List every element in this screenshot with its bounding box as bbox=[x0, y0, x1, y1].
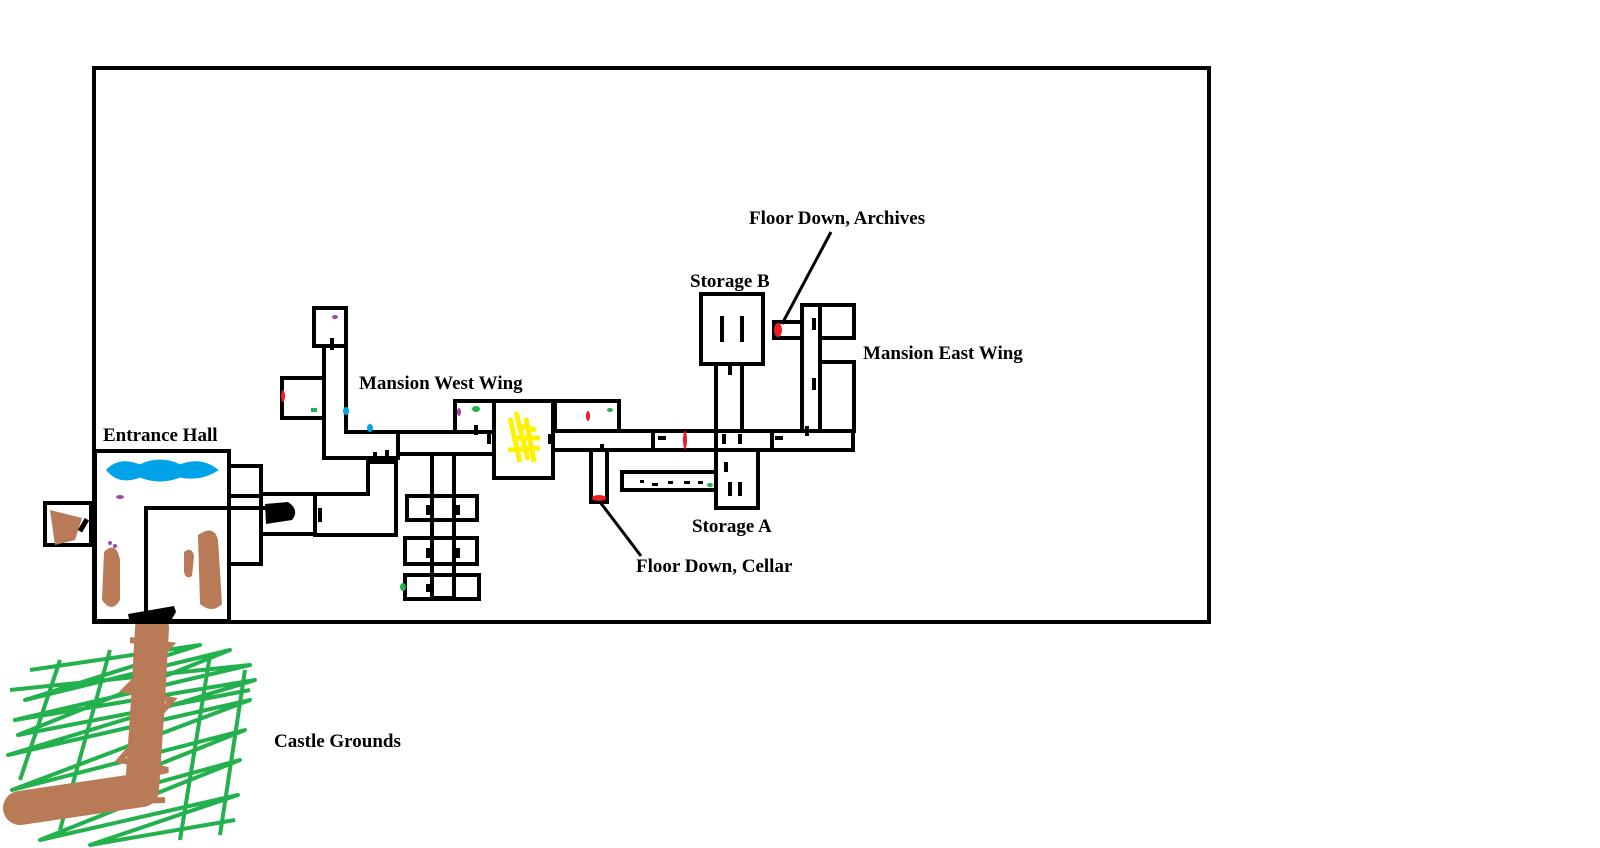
door-mark-icon bbox=[548, 434, 552, 444]
door-mark-icon bbox=[426, 584, 430, 592]
entrance-side-room-top bbox=[227, 464, 263, 498]
door-mark-icon bbox=[318, 508, 322, 522]
door-mark-icon bbox=[728, 365, 732, 375]
stairs-down-icon bbox=[592, 495, 606, 501]
cellar-corridor bbox=[589, 448, 609, 504]
door-markers bbox=[77, 318, 816, 592]
west-wing-room-1 bbox=[405, 494, 479, 522]
purple-marker bbox=[116, 495, 124, 499]
red-marker bbox=[683, 431, 687, 449]
door-mark-icon bbox=[728, 482, 732, 496]
door-mark-icon bbox=[684, 481, 690, 484]
door-mark-icon bbox=[456, 505, 460, 515]
label-floor-down-cellar: Floor Down, Cellar bbox=[636, 556, 793, 577]
door-mark-icon bbox=[640, 480, 644, 483]
purple-marker bbox=[108, 541, 112, 545]
green-marker bbox=[400, 583, 406, 591]
rug-right-2 bbox=[184, 549, 194, 578]
label-floor-down-archives: Floor Down, Archives bbox=[749, 208, 926, 229]
green-marker bbox=[472, 406, 480, 412]
label-castle-grounds: Castle Grounds bbox=[274, 731, 401, 752]
purple-marker bbox=[457, 408, 461, 416]
west-wing-room-2 bbox=[403, 536, 479, 566]
door-mark-icon bbox=[373, 452, 377, 464]
water-feature bbox=[105, 459, 219, 482]
red-marker bbox=[586, 411, 590, 421]
door-mark-icon bbox=[812, 318, 816, 330]
blue-marker bbox=[343, 407, 349, 415]
corridor-room-2 bbox=[313, 460, 398, 537]
storage-b-corridor bbox=[714, 362, 744, 433]
label-mansion-east-wing: Mansion East Wing bbox=[863, 343, 1023, 364]
door-mark-icon bbox=[658, 436, 666, 440]
tower-left-room bbox=[280, 376, 326, 420]
door-mark-icon bbox=[426, 505, 430, 515]
label-storage-b: Storage B bbox=[690, 271, 770, 292]
castle-outer-wall bbox=[92, 66, 1211, 624]
entrance-inner-path bbox=[144, 506, 268, 618]
entrance-hall-floor bbox=[50, 510, 222, 609]
green-marker bbox=[311, 408, 317, 412]
castle-grounds-area bbox=[3, 611, 257, 847]
rug-left bbox=[102, 547, 120, 607]
door-mark-icon bbox=[452, 584, 456, 592]
door-mark-icon bbox=[738, 434, 742, 444]
door-mark-icon bbox=[805, 426, 809, 436]
east-wing-room-top bbox=[818, 303, 856, 340]
dirt-path-scribble bbox=[9, 637, 178, 808]
purple-marker bbox=[332, 315, 338, 319]
door-mark-icon bbox=[812, 378, 816, 390]
green-marker bbox=[707, 483, 713, 487]
leader-line-icon bbox=[780, 231, 833, 325]
door-mark-icon bbox=[698, 481, 703, 484]
door-mark-icon bbox=[474, 425, 478, 435]
door-mark-icon bbox=[600, 444, 604, 452]
storage-b-room bbox=[699, 292, 765, 366]
east-wing-room-bottom bbox=[818, 360, 856, 433]
leader-lines bbox=[598, 231, 833, 557]
exterior-dirt bbox=[50, 510, 82, 545]
door-mark-icon bbox=[738, 482, 742, 496]
west-exterior-room bbox=[43, 501, 93, 547]
east-wing-corridor bbox=[800, 303, 822, 433]
stairs-down-icon bbox=[774, 323, 782, 337]
storage-a-west-corridor bbox=[620, 470, 718, 492]
leader-line-icon bbox=[598, 501, 643, 557]
door-mark-icon bbox=[77, 517, 90, 533]
item-markers bbox=[108, 315, 782, 591]
west-wing-hall bbox=[396, 430, 496, 456]
red-marker bbox=[281, 390, 285, 402]
purple-marker bbox=[113, 544, 117, 548]
door-mark-icon bbox=[775, 436, 783, 440]
label-storage-a: Storage A bbox=[692, 516, 772, 537]
west-wing-room-3 bbox=[403, 573, 481, 601]
label-entrance-hall: Entrance Hall bbox=[103, 425, 218, 446]
storage-b-shelves bbox=[720, 316, 744, 342]
door-mark-icon bbox=[426, 548, 430, 558]
door-mark-icon bbox=[456, 548, 460, 558]
door-mark-icon bbox=[652, 483, 658, 486]
rug-right-1 bbox=[198, 530, 222, 609]
door-mark-icon bbox=[330, 338, 334, 350]
treasure-scribble bbox=[507, 411, 541, 463]
central-north-room bbox=[553, 399, 621, 433]
door-mark-icon bbox=[668, 481, 673, 484]
door-mark-icon bbox=[724, 462, 728, 472]
west-wing-corridor bbox=[322, 344, 400, 460]
entrance-arrow-blob bbox=[265, 502, 296, 524]
door-mark-icon bbox=[385, 450, 389, 462]
blue-marker bbox=[367, 424, 373, 432]
main-gate bbox=[128, 606, 176, 624]
green-marker bbox=[607, 408, 613, 412]
label-mansion-west-wing: Mansion West Wing bbox=[359, 373, 523, 394]
door-mark-icon bbox=[487, 432, 491, 444]
east-corridor-3 bbox=[770, 429, 855, 452]
door-mark-icon bbox=[722, 434, 726, 444]
storage-a-room bbox=[714, 448, 760, 510]
